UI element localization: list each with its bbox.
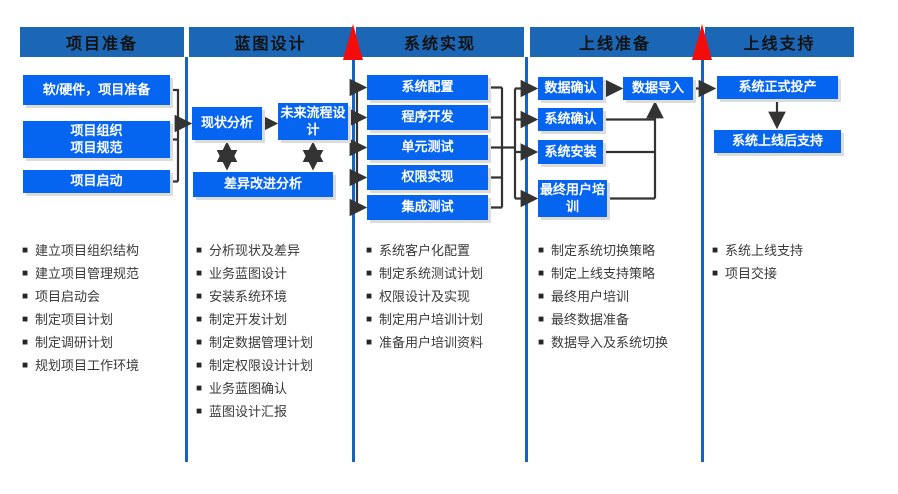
milestone-triangle-icon [343,24,363,60]
square-bullet-icon: ■ [22,337,29,348]
task-item: ■准备用户培训资料 [366,335,484,350]
square-bullet-icon: ■ [22,245,29,256]
square-bullet-icon: ■ [366,268,373,279]
box-authorization-implementation: 权限实现 [367,165,488,190]
task-item: ■蓝图设计汇报 [196,404,288,419]
box-future-process-design: 未来流程设计 [278,103,348,140]
task-item: ■安装系统环境 [196,289,288,304]
box-system-configuration: 系统配置 [367,75,488,100]
task-item: ■分析现状及差异 [196,243,301,258]
task-item: ■制定系统测试计划 [366,266,484,281]
task-item: ■数据导入及系统切换 [538,335,669,350]
column-divider [701,57,704,462]
task-item: ■项目交接 [712,266,778,281]
box-system-installation: 系统安装 [538,140,603,164]
task-item: ■制定用户培训计划 [366,312,484,327]
box-gap-improvement-analysis: 差异改进分析 [193,172,333,197]
square-bullet-icon: ■ [538,245,545,256]
task-item: ■最终数据准备 [538,312,630,327]
task-item: ■业务蓝图设计 [196,266,288,281]
box-software-hardware-prep: 软/硬件，项目准备 [23,75,170,105]
box-unit-testing: 单元测试 [367,135,488,160]
task-list-golive-prep: ■制定系统切换策略 ■制定上线支持策略 ■最终用户培训 ■最终数据准备 ■数据导… [538,243,698,358]
column-divider [185,57,188,462]
square-bullet-icon: ■ [196,268,203,279]
square-bullet-icon: ■ [22,291,29,302]
phase-header-golive-prep: 上线准备 [530,27,700,57]
task-item: ■制定上线支持策略 [538,266,656,281]
square-bullet-icon: ■ [22,314,29,325]
box-current-state-analysis: 现状分析 [192,107,262,140]
square-bullet-icon: ■ [196,337,203,348]
box-data-confirmation: 数据确认 [538,77,603,100]
phase-header-golive-support: 上线支持 [705,27,854,57]
task-list-realization: ■系统客户化配置 ■制定系统测试计划 ■权限设计及实现 ■制定用户培训计划 ■准… [366,243,526,358]
task-item: ■制定权限设计计划 [196,358,314,373]
task-item: ■规划项目工作环境 [22,358,140,373]
task-item: ■制定开发计划 [196,312,288,327]
phase-header-blueprint: 蓝图设计 [189,27,352,57]
task-list-golive-support: ■系统上线支持 ■项目交接 [712,243,872,289]
square-bullet-icon: ■ [22,360,29,371]
box-system-confirmation: 系统确认 [538,108,603,131]
square-bullet-icon: ■ [196,314,203,325]
square-bullet-icon: ■ [538,268,545,279]
task-item: ■制定系统切换策略 [538,243,656,258]
task-item: ■业务蓝图确认 [196,381,288,396]
square-bullet-icon: ■ [366,337,373,348]
box-data-import: 数据导入 [623,77,693,100]
task-item: ■制定项目计划 [22,312,114,327]
square-bullet-icon: ■ [196,291,203,302]
milestone-triangle-icon [692,24,712,60]
column-divider [525,57,528,462]
box-integration-testing: 集成测试 [367,195,488,220]
task-item: ■系统上线支持 [712,243,804,258]
task-item: ■权限设计及实现 [366,289,471,304]
box-post-go-live-support: 系统上线后支持 [714,130,841,153]
task-item: ■最终用户培训 [538,289,630,304]
box-program-development: 程序开发 [367,105,488,130]
square-bullet-icon: ■ [538,337,545,348]
square-bullet-icon: ■ [538,291,545,302]
task-item: ■项目启动会 [22,289,101,304]
square-bullet-icon: ■ [366,314,373,325]
square-bullet-icon: ■ [196,383,203,394]
task-item: ■系统客户化配置 [366,243,471,258]
task-item: ■制定数据管理计划 [196,335,314,350]
square-bullet-icon: ■ [712,268,719,279]
square-bullet-icon: ■ [196,360,203,371]
column-divider [352,57,355,462]
box-system-go-live: 系统正式投产 [717,76,838,99]
square-bullet-icon: ■ [22,268,29,279]
square-bullet-icon: ■ [196,406,203,417]
task-item: ■建立项目管理规范 [22,266,140,281]
square-bullet-icon: ■ [366,245,373,256]
square-bullet-icon: ■ [712,245,719,256]
phase-header-realization: 系统实现 [356,27,524,57]
task-list-blueprint: ■分析现状及差异 ■业务蓝图设计 ■安装系统环境 ■制定开发计划 ■制定数据管理… [196,243,356,427]
square-bullet-icon: ■ [196,245,203,256]
box-project-kickoff: 项目启动 [23,170,170,193]
phase-header-preparation: 项目准备 [20,27,184,57]
square-bullet-icon: ■ [366,291,373,302]
square-bullet-icon: ■ [538,314,545,325]
task-item: ■建立项目组织结构 [22,243,140,258]
task-list-preparation: ■建立项目组织结构 ■建立项目管理规范 ■项目启动会 ■制定项目计划 ■制定调研… [22,243,182,381]
task-item: ■制定调研计划 [22,335,114,350]
box-project-org-norms: 项目组织 项目规范 [23,121,170,158]
box-end-user-training: 最终用户培训 [538,180,607,217]
